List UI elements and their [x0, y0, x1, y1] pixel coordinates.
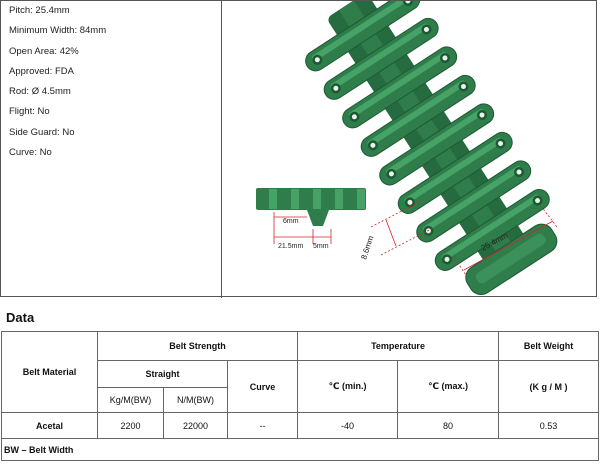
dim-line: [385, 219, 397, 247]
header-curve: Curve: [226, 360, 299, 413]
cell-weight: 0.53: [498, 412, 600, 439]
spec-side-guard: Side Guard: No: [9, 126, 75, 138]
rod-hole-inner: [370, 142, 376, 148]
cell-curve: --: [226, 412, 299, 439]
dim-21-5mm-label: 21.5mm: [278, 243, 303, 250]
header-temperature: Temperature: [297, 331, 500, 361]
rod-hole-inner: [444, 256, 450, 262]
rod-hole-inner: [516, 169, 522, 175]
rod-hole-inner: [460, 83, 466, 89]
cell-tmin: -40: [297, 412, 399, 439]
header-nm-bw: N/M(BW): [163, 387, 228, 413]
profile-slot: [291, 189, 299, 209]
dim-line: [380, 228, 432, 256]
rod-hole-inner: [498, 141, 504, 147]
header-belt-material: Belt Material: [1, 331, 98, 413]
dim-line: [540, 205, 558, 228]
belt-links: [305, 0, 550, 271]
rod-hole-inner: [351, 114, 357, 120]
spec-flight: Flight: No: [9, 106, 50, 118]
profile-tooth: [307, 210, 329, 226]
cell-tmax: 80: [397, 412, 500, 439]
cell-nm: 22000: [163, 412, 228, 439]
rod-hole-inner: [333, 85, 339, 91]
rod-hole-inner: [314, 57, 320, 63]
table-footnote-row: BW – Belt Width: [0, 438, 600, 461]
belt-link-highlight: [441, 194, 540, 261]
belt-link-highlight: [385, 108, 485, 175]
profile-slot: [335, 189, 343, 209]
rod-hole-inner: [388, 171, 394, 177]
belt-link-highlight: [348, 51, 448, 118]
spec-list: Pitch: 25.4mm Minimum Width: 84mm Open A…: [9, 4, 106, 166]
belt-link-highlight: [311, 0, 411, 61]
belt-link-highlight: [404, 137, 503, 204]
section-title: Data: [6, 310, 35, 325]
cell-material: Acetal: [1, 412, 98, 439]
rod-hole-inner: [479, 112, 485, 118]
cell-kgm: 2200: [97, 412, 164, 439]
dim-line: [370, 200, 422, 228]
table-header-row: Straight Curve ℃ (min.) ℃ (max.) (K g / …: [2, 360, 600, 413]
rod-hole-inner: [407, 199, 413, 205]
spec-pitch: Pitch: 25.4mm: [9, 5, 70, 16]
dim-5mm-label: 5mm: [313, 243, 329, 250]
belt-link-highlight: [422, 165, 522, 232]
table-header-row: Kg/M(BW) N/M(BW): [2, 387, 599, 413]
belt-illustration: [305, 0, 558, 296]
dim-6mm-label: 6mm: [283, 218, 299, 225]
rod-hole-inner: [425, 228, 431, 234]
spec-approved: Approved: FDA: [9, 65, 74, 77]
dim-line: [463, 220, 554, 271]
data-table: Belt Material Belt Strength Temperature …: [0, 331, 600, 461]
table-row: Acetal 2200 22000 -- -40 80 0.53: [1, 412, 600, 439]
profile-slot: [313, 189, 321, 209]
rod-hole-inner: [535, 198, 541, 204]
side-profile-inset: 6mm 21.5mm 5mm: [256, 188, 366, 250]
header-belt-strength: Belt Strength: [96, 331, 299, 361]
header-kgm-bw: Kg/M(BW): [97, 387, 164, 413]
rod-hole-inner: [405, 0, 411, 4]
header-temp-max: ℃ (max.): [397, 360, 500, 413]
rod-hole-inner: [423, 26, 429, 32]
header-belt-weight: Belt Weight: [498, 331, 600, 361]
product-figure: 6mm 21.5mm 5mm 8.6mm 25.4mm: [221, 0, 596, 296]
belt-link-highlight: [367, 80, 466, 147]
spec-minimum-width: Minimum Width: 84mm: [9, 25, 107, 37]
spec-divider: [221, 1, 222, 298]
belt-base-plate-highlight: [475, 233, 546, 284]
profile-slot: [357, 189, 365, 209]
dim-8-6mm-label: 8.6mm: [359, 234, 375, 260]
spec-open-area: Open Area: 42%: [9, 45, 79, 57]
spec-curve: Curve: No: [9, 147, 52, 159]
profile-slot: [269, 189, 277, 209]
belt-module-drawing: 6mm 21.5mm 5mm 8.6mm 25.4mm: [256, 0, 558, 296]
spec-rod: Rod: Ø 4.5mm: [9, 86, 71, 98]
header-straight: Straight: [97, 360, 228, 388]
header-temp-min: ℃ (min.): [297, 360, 399, 413]
rod-hole-inner: [442, 55, 448, 61]
spec-panel: Pitch: 25.4mm Minimum Width: 84mm Open A…: [0, 0, 597, 298]
table-header-row: Belt Material Belt Strength Temperature …: [1, 331, 600, 413]
table-footnote: BW – Belt Width: [0, 438, 600, 461]
belt-link-highlight: [330, 23, 429, 90]
header-weight-unit: (K g / M ): [498, 360, 600, 413]
